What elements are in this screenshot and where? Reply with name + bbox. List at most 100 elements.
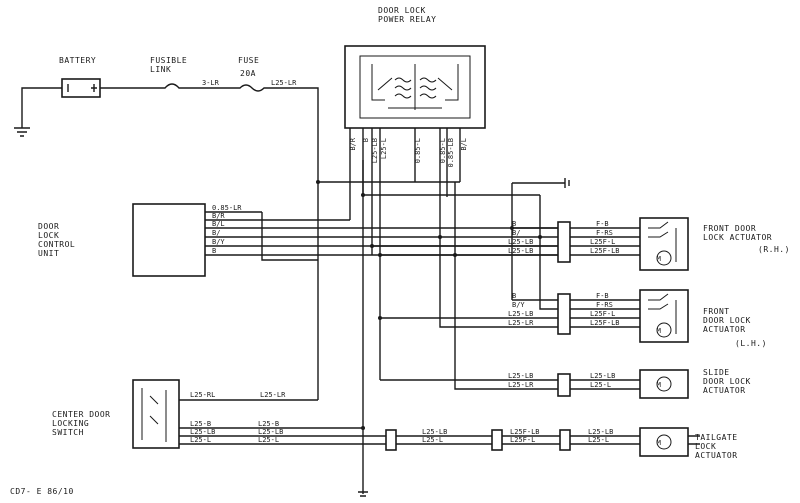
tail-mid-1: L25-LB bbox=[422, 428, 447, 436]
relay-pin-label-1: B/R bbox=[349, 137, 357, 150]
slide-in-2: L25-LR bbox=[508, 381, 534, 389]
lh-motor: M bbox=[657, 327, 662, 335]
slide-out-2: L25-L bbox=[590, 381, 611, 389]
rh-out-2: F-RS bbox=[596, 229, 613, 237]
slide-wiring bbox=[380, 182, 640, 397]
door-lock-control-unit bbox=[132, 203, 560, 277]
relay-pin-label-6: 0.85-L bbox=[439, 138, 447, 163]
tailgate-motor: M bbox=[657, 439, 662, 447]
control-unit-label-4: UNIT bbox=[38, 249, 59, 258]
tailgate-label-3: ACTUATOR bbox=[695, 451, 738, 460]
front-rh-actuator bbox=[639, 217, 689, 271]
rh-in-2: B/ bbox=[512, 229, 520, 237]
tail-b-1: L25-LB bbox=[588, 428, 613, 436]
cu-wire-label-3: B/L bbox=[212, 220, 225, 228]
tailgate-actuator bbox=[639, 427, 689, 457]
rh-out-1: F-B bbox=[596, 220, 609, 228]
rh-motor: M bbox=[657, 255, 662, 263]
fuse bbox=[195, 84, 319, 400]
fusible-link-label-1: FUSIBLE bbox=[150, 56, 187, 65]
diagram-code: CD7- E 86/10 bbox=[10, 487, 74, 496]
front-lh-label-3: ACTUATOR bbox=[703, 325, 746, 334]
tail-a-1: L25F-LB bbox=[510, 428, 540, 436]
rh-in-1: B bbox=[512, 220, 516, 228]
front-rh-label-3: (R.H.) bbox=[758, 245, 790, 254]
wire-label-fuse-out: L25-LR bbox=[271, 79, 297, 87]
cu-wire-label-2: B/R bbox=[212, 212, 225, 220]
cu-wire-label-6: B bbox=[212, 247, 216, 255]
rh-out-3: L25F-L bbox=[590, 238, 615, 246]
slide-label-1: SLIDE bbox=[703, 368, 730, 377]
relay-pin-label-2: B bbox=[362, 138, 370, 142]
front-lh-wiring bbox=[380, 195, 640, 335]
lh-in-1: B bbox=[512, 292, 516, 300]
fuse-rating: 20A bbox=[240, 69, 256, 78]
rh-in-4: L25-LB bbox=[508, 247, 533, 255]
battery-ground-wire bbox=[14, 87, 62, 137]
tailgate-label-2: LOCK bbox=[695, 442, 716, 451]
slide-label-2: DOOR LOCK bbox=[703, 377, 751, 386]
front-rh-wiring bbox=[372, 221, 640, 263]
sw-bl-1: L25-B bbox=[190, 420, 211, 428]
lh-out-1: F-B bbox=[596, 292, 609, 300]
wire-label-fl-fuse: 3-LR bbox=[202, 79, 220, 87]
tail-b-2: L25-L bbox=[588, 436, 609, 444]
front-lh-label-2: DOOR LOCK bbox=[703, 316, 751, 325]
battery bbox=[61, 78, 101, 98]
front-lh-label-4: (L.H.) bbox=[735, 339, 767, 348]
relay-pin-label-5: 0.85-L bbox=[414, 138, 422, 163]
slide-in-1: L25-LB bbox=[508, 372, 533, 380]
sw-top-2: L25-LR bbox=[260, 391, 286, 399]
fusible-link-label-2: LINK bbox=[150, 65, 171, 74]
sw-br-2: L25-LB bbox=[258, 428, 283, 436]
switch-label-1: CENTER DOOR bbox=[52, 410, 110, 419]
junction-dots bbox=[316, 180, 542, 430]
relay-pin-label-8: B/L bbox=[460, 138, 468, 151]
rh-out-4: L25F-LB bbox=[590, 247, 620, 255]
sw-top-1: L25-RL bbox=[190, 391, 215, 399]
lh-in-2: B/Y bbox=[512, 301, 525, 309]
front-rh-label-1: FRONT DOOR bbox=[703, 224, 756, 233]
lh-in-4: L25-LR bbox=[508, 319, 534, 327]
sw-br-3: L25-L bbox=[258, 436, 279, 444]
relay-pin-wires bbox=[349, 128, 461, 380]
slide-motor: M bbox=[657, 381, 662, 389]
tail-a-2: L25F-L bbox=[510, 436, 535, 444]
fusible-link bbox=[100, 83, 195, 89]
front-lh-label-1: FRONT bbox=[703, 307, 730, 316]
tail-mid-2: L25-L bbox=[422, 436, 443, 444]
relay-pin-label-4: L25-L bbox=[380, 138, 388, 159]
lh-out-4: L25F-LB bbox=[590, 319, 620, 327]
sw-br-1: L25-B bbox=[258, 420, 279, 428]
center-door-locking-switch bbox=[132, 379, 700, 449]
tailgate-label-1: TAILGATE bbox=[695, 433, 738, 442]
door-lock-power-relay bbox=[344, 45, 486, 129]
slide-label-3: ACTUATOR bbox=[703, 386, 746, 395]
control-unit-label-1: DOOR bbox=[38, 222, 59, 231]
slide-out-1: L25-LB bbox=[590, 372, 615, 380]
cu-wire-label-4: B/ bbox=[212, 229, 220, 237]
control-unit-label-3: CONTROL bbox=[38, 240, 75, 249]
slide-actuator bbox=[639, 369, 689, 399]
relay-pin-label-3: L25-LB bbox=[371, 138, 379, 163]
control-unit-label-2: LOCK bbox=[38, 231, 59, 240]
cu-wire-label-1: 0.85-LR bbox=[212, 204, 242, 212]
tailgate-wiring bbox=[385, 429, 571, 451]
lh-out-3: L25F-L bbox=[590, 310, 615, 318]
relay-label-1: DOOR LOCK bbox=[378, 6, 426, 15]
battery-label: BATTERY bbox=[59, 56, 96, 65]
sw-bl-2: L25-LB bbox=[190, 428, 215, 436]
power-bus bbox=[261, 160, 570, 497]
sw-bl-3: L25-L bbox=[190, 436, 211, 444]
rh-in-3: L25-LB bbox=[508, 238, 533, 246]
front-lh-actuator bbox=[639, 289, 689, 343]
fuse-label: FUSE bbox=[238, 56, 259, 65]
relay-label-2: POWER RELAY bbox=[378, 15, 436, 24]
front-rh-label-2: LOCK ACTUATOR bbox=[703, 233, 772, 242]
switch-label-3: SWITCH bbox=[52, 428, 84, 437]
lh-in-3: L25-LB bbox=[508, 310, 533, 318]
relay-pin-label-7: 0.85-LB bbox=[447, 138, 455, 168]
cu-wire-label-5: B/Y bbox=[212, 238, 225, 246]
switch-label-2: LOCKING bbox=[52, 419, 89, 428]
